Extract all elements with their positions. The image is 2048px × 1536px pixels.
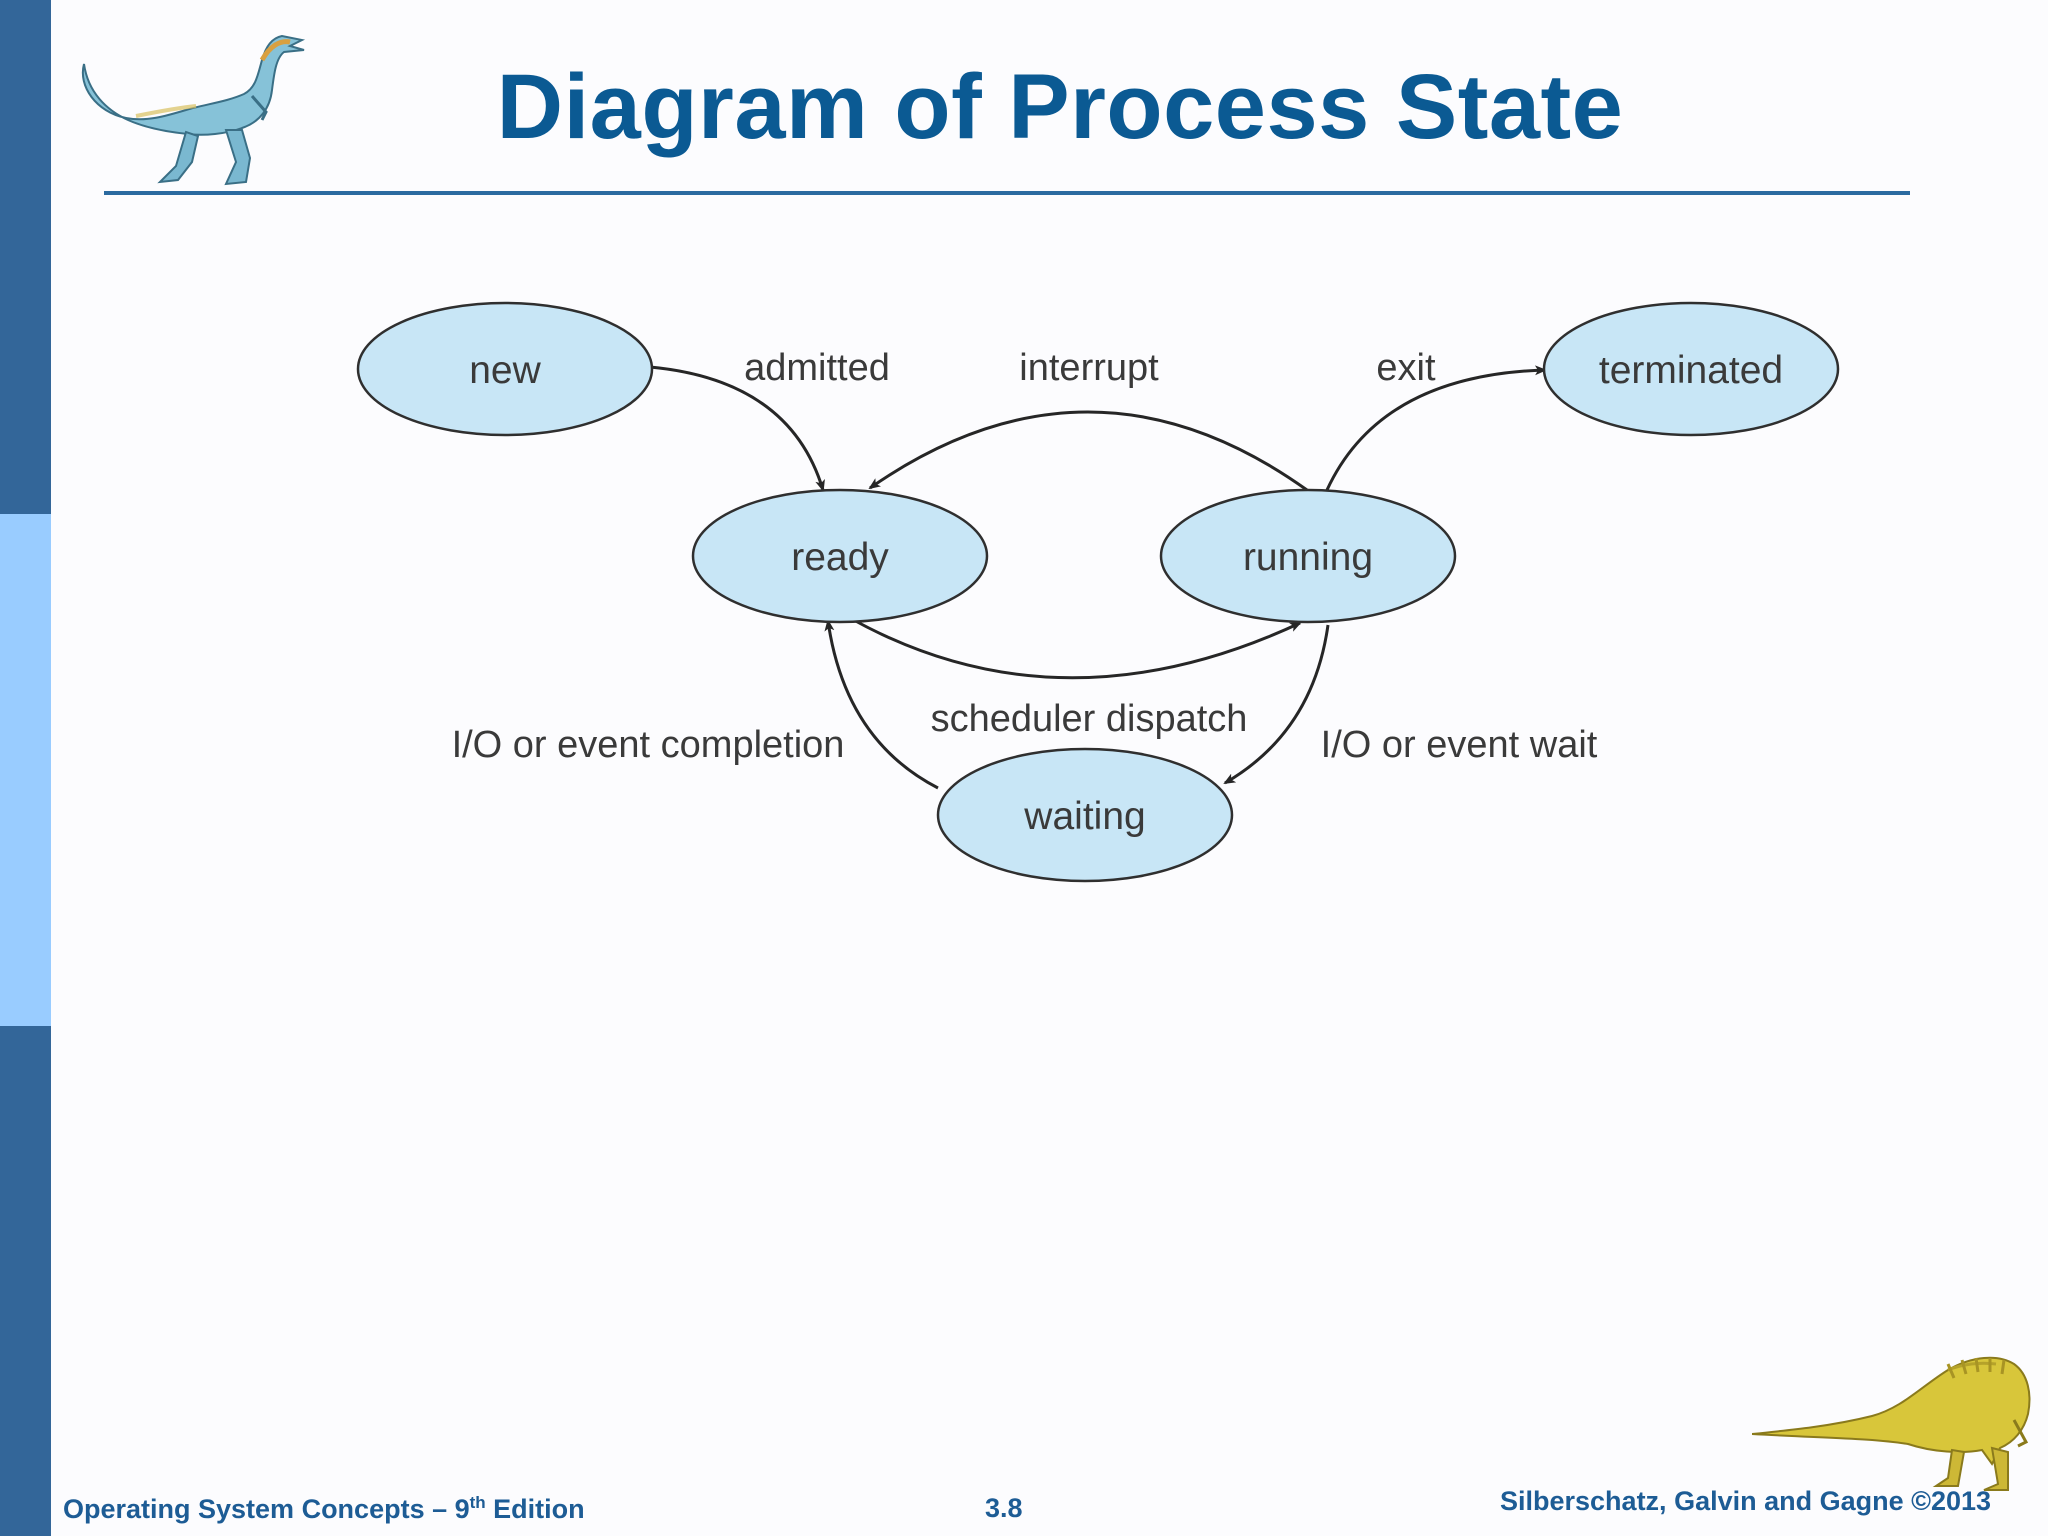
label-io-wait: I/O or event wait: [1321, 724, 1598, 766]
edge-io-wait: [1223, 624, 1330, 785]
state-label-running: running: [1243, 536, 1373, 579]
state-label-ready: ready: [791, 536, 889, 579]
state-new: new: [356, 301, 654, 437]
footer-book-title: Operating System Concepts – 9th Edition: [63, 1493, 585, 1525]
footer-edition-superscript: th: [469, 1493, 486, 1512]
state-waiting: waiting: [936, 747, 1234, 883]
slide-title: Diagram of Process State: [496, 56, 1624, 158]
label-exit: exit: [1376, 347, 1436, 389]
label-interrupt: interrupt: [1019, 347, 1159, 389]
process-state-diagram: new ready running waiting terminated adm…: [356, 301, 1840, 883]
state-label-waiting: waiting: [1023, 795, 1145, 838]
state-ready: ready: [691, 488, 989, 624]
state-terminated: terminated: [1542, 301, 1840, 437]
label-admitted: admitted: [744, 347, 890, 389]
sidebar-bar-bottom: [0, 1026, 51, 1536]
dinosaur-logo-icon: [81, 34, 306, 186]
edge-io-completion: [824, 619, 939, 790]
footer-slide-number: 3.8: [985, 1493, 1023, 1523]
label-scheduler-dispatch: scheduler dispatch: [931, 698, 1248, 740]
sidebar-bar-middle: [0, 514, 51, 1026]
label-io-completion: I/O or event completion: [452, 724, 845, 766]
edge-admitted: [649, 365, 825, 492]
footer-book-title-text: Operating System Concepts – 9: [63, 1494, 470, 1524]
sidebar-bar-top: [0, 0, 51, 514]
edge-scheduler-dispatch: [849, 616, 1302, 680]
state-label-terminated: terminated: [1599, 349, 1783, 392]
state-running: running: [1159, 488, 1457, 624]
state-label-new: new: [469, 349, 541, 392]
dinosaur-footer-icon: [1752, 1356, 2031, 1491]
footer-copyright: Silberschatz, Galvin and Gagne ©2013: [1500, 1486, 1992, 1516]
footer-edition-suffix: Edition: [485, 1494, 585, 1524]
title-underline: [104, 191, 1910, 195]
edge-exit: [1325, 365, 1547, 491]
edge-interrupt: [868, 410, 1308, 492]
